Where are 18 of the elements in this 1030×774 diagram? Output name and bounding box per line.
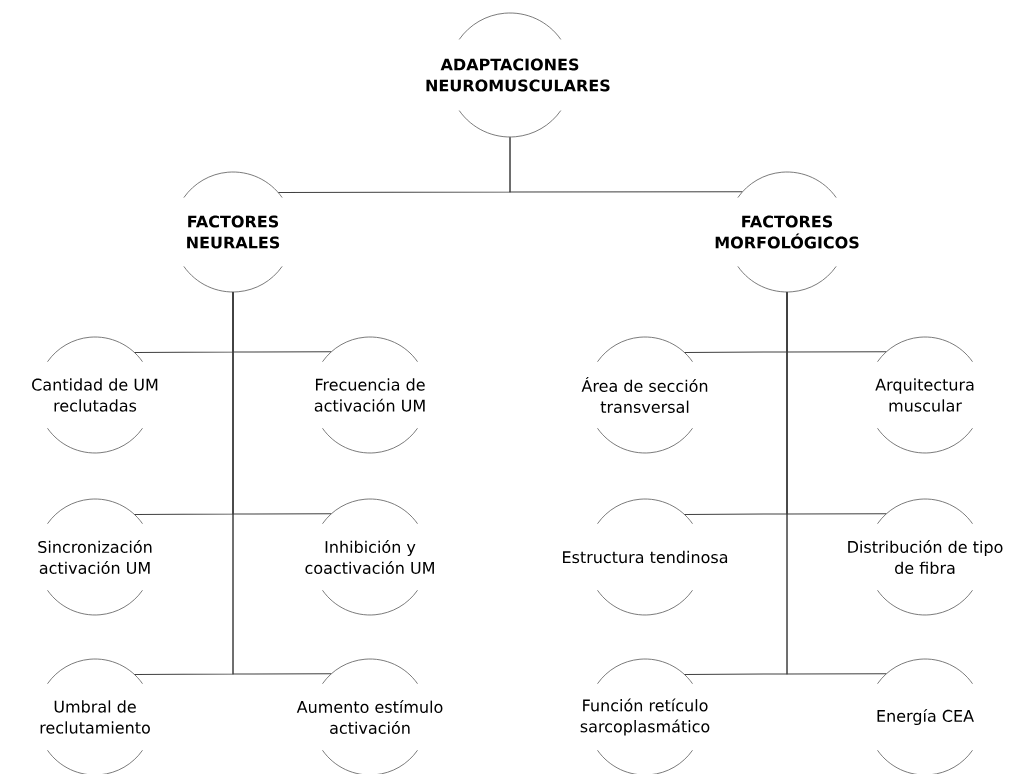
- circle-node: Frecuencia de activación UM: [314, 336, 425, 454]
- circle-node: Estructura tendinosa: [563, 498, 728, 616]
- circle-node: Aumento estímulo activación: [296, 658, 443, 774]
- circle-node: Umbral de reclutamiento: [40, 658, 150, 774]
- circle-node: Arquitectura muscular: [875, 336, 974, 454]
- circle-node: ADAPTACIONES NEUROMUSCULARES: [426, 12, 610, 138]
- connector-line: [786, 291, 887, 675]
- circle-node: Energía CEA: [877, 658, 974, 774]
- circle-node: Inhibición y coactivación UM: [305, 498, 434, 616]
- connector-line: [232, 291, 332, 675]
- circle-node: Área de sección transversal: [581, 336, 708, 454]
- circle-node: Distribución de tipo de fibra: [848, 498, 1003, 616]
- circle-node: Cantidad de UM reclutadas: [32, 336, 158, 454]
- circle-node: Función retículo sarcoplasmático: [580, 658, 710, 774]
- circle-node: Sincronización activación UM: [38, 498, 152, 616]
- circle-node: FACTORES MORFOLÓGICOS: [715, 171, 859, 293]
- circle-node: FACTORES NEURALES: [183, 171, 283, 293]
- connector-line: [509, 136, 743, 193]
